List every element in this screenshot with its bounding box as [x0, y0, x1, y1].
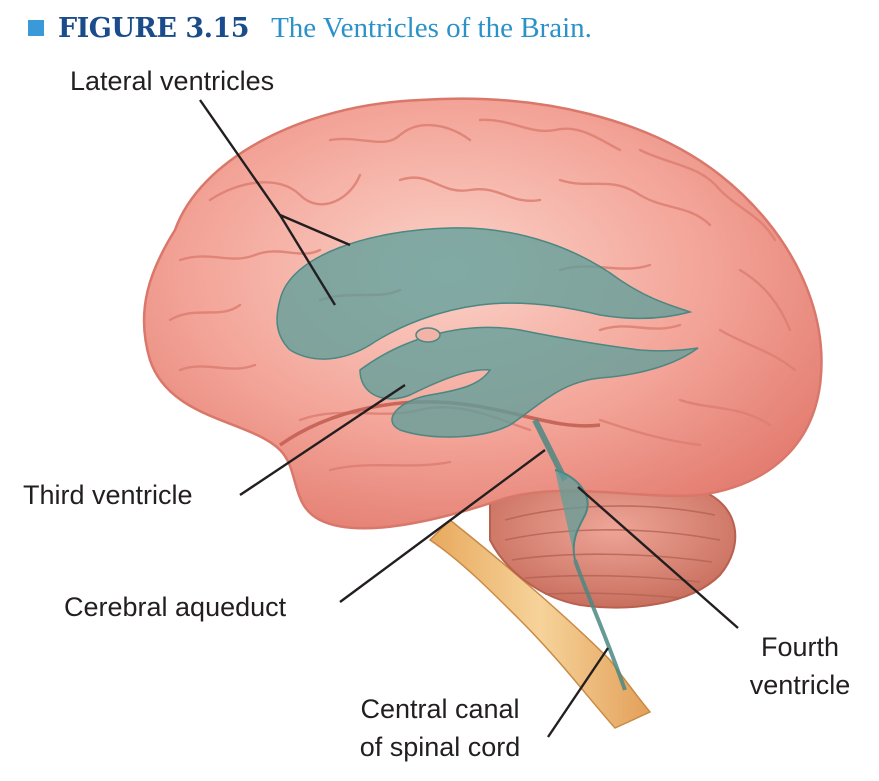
figure-marker-square — [28, 20, 44, 36]
lateral-ventricle-shape — [276, 227, 693, 360]
leader-lines — [199, 99, 739, 738]
label-fourth-ventricle-line1: Fourth — [760, 632, 840, 662]
figure-title: The Ventricles of the Brain. — [271, 11, 592, 44]
label-central-canal-line1: Central canal — [360, 694, 520, 724]
spinal-cord — [428, 518, 652, 729]
leader-central-canal — [547, 647, 609, 738]
label-fourth-ventricle: Fourth ventricle — [730, 628, 870, 704]
leader-third-ventricle — [239, 384, 406, 496]
third-ventricle-shape — [359, 326, 699, 438]
label-cerebral-aqueduct: Cerebral aqueduct — [64, 592, 287, 622]
figure-header: FIGURE 3.15 The Ventricles of the Brain. — [28, 8, 592, 48]
label-third-ventricle: Third ventricle — [23, 480, 193, 510]
ventricle-system — [276, 227, 699, 438]
fourth-ventricle-shape — [554, 469, 589, 561]
leader-fourth-ventricle — [577, 486, 739, 629]
label-fourth-ventricle-line2: ventricle — [749, 670, 851, 700]
figure-number: FIGURE 3.15 — [58, 12, 250, 44]
cerebrum — [142, 97, 823, 530]
cerebellum-folia — [504, 505, 721, 599]
central-canal-shape — [573, 559, 627, 691]
leader-lateral-ventricles — [199, 99, 351, 306]
interventricular-foramen — [415, 327, 441, 343]
label-lateral-ventricles: Lateral ventricles — [70, 66, 275, 96]
label-central-canal: Central canal of spinal cord — [330, 690, 550, 766]
label-central-canal-line2: of spinal cord — [359, 732, 521, 762]
leader-cerebral-aqueduct — [339, 449, 546, 603]
